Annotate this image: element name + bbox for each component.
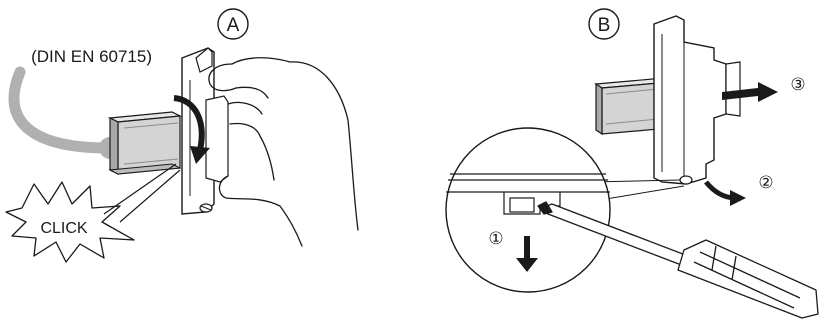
rail-callout-line bbox=[14, 72, 108, 148]
panel-b-marker: B bbox=[598, 15, 611, 36]
device-housing-b bbox=[654, 16, 740, 184]
click-label: CLICK bbox=[40, 220, 87, 237]
panel-a-marker: A bbox=[227, 15, 240, 36]
step-1-label: ① bbox=[488, 229, 503, 248]
panel-b: B ③ ② bbox=[446, 9, 818, 318]
device-housing-a bbox=[182, 48, 228, 214]
panel-a: (DIN EN 60715) A bbox=[6, 9, 358, 262]
step-3-label: ③ bbox=[790, 75, 805, 94]
rail-standard-label: (DIN EN 60715) bbox=[31, 47, 152, 66]
step-2-label: ② bbox=[758, 173, 773, 192]
arrow-step-2-head bbox=[730, 190, 746, 206]
magnifier-connector-bottom bbox=[600, 186, 684, 200]
hand-illustration bbox=[209, 58, 358, 246]
din-rail-a bbox=[110, 112, 180, 174]
click-burst bbox=[6, 164, 180, 262]
